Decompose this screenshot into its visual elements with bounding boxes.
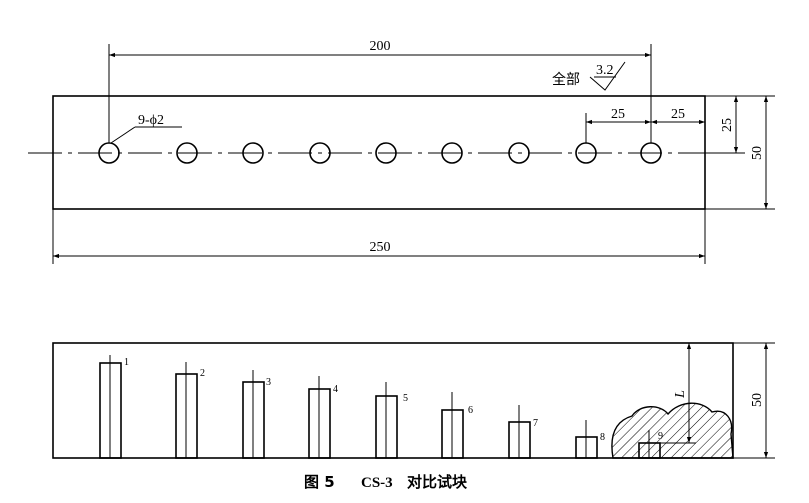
side-view: 1 2 3 4 5 6 7 8 9 L 50 — [52, 342, 775, 459]
dim-25-a-label: 25 — [611, 107, 625, 122]
roughness-symbol — [589, 61, 626, 91]
hole-3 — [242, 142, 264, 164]
hole-label-7: 7 — [533, 418, 538, 429]
hole-label-8: 8 — [600, 432, 605, 443]
hole-label-9: 9 — [658, 431, 663, 442]
dimension-L: L — [660, 343, 696, 444]
side-holes — [99, 355, 661, 459]
hatched-section — [611, 402, 734, 459]
dimension-250: 250 — [52, 209, 706, 264]
side-hole-labels: 1 2 3 4 5 6 7 8 9 — [124, 357, 663, 443]
hole-callout-label: 9-ϕ2 — [138, 113, 164, 128]
hole-7 — [508, 142, 530, 164]
roughness-value: 3.2 — [596, 63, 614, 78]
dim-200-label: 200 — [370, 39, 391, 54]
hole-label-1: 1 — [124, 357, 129, 368]
hole-label-4: 4 — [333, 384, 338, 395]
dimension-50-top: 50 — [705, 95, 775, 210]
surface-finish: 全部 3.2 — [552, 61, 626, 91]
figure-caption: 图 5 CS-3 对比试块 — [304, 473, 468, 491]
hole-label-5: 5 — [403, 393, 408, 404]
finish-prefix: 全部 — [552, 71, 580, 88]
dim-50-top-label: 50 — [750, 146, 765, 160]
dimension-200: 200 — [108, 39, 652, 143]
dim-25-v-label: 25 — [720, 118, 735, 132]
top-view: 200 9-ϕ2 全部 3.2 25 25 2 — [28, 39, 775, 264]
hole-label-6: 6 — [468, 405, 473, 416]
hole-5 — [375, 142, 397, 164]
hole-callout: 9-ϕ2 — [110, 113, 182, 144]
caption-title: 对比试块 — [407, 473, 468, 491]
caption-code: CS-3 — [361, 475, 393, 491]
dim-L-label: L — [673, 390, 688, 399]
dim-50-side-label: 50 — [750, 393, 765, 407]
dimension-25-horizontal: 25 25 — [585, 96, 706, 143]
dim-25-b-label: 25 — [671, 107, 685, 122]
hole-4 — [309, 142, 331, 164]
dimension-50-side: 50 — [733, 342, 775, 459]
hole-label-3: 3 — [266, 377, 271, 388]
hole-label-2: 2 — [200, 368, 205, 379]
hole-6 — [441, 142, 463, 164]
dimension-25-vertical: 25 — [705, 95, 745, 154]
hole-2 — [176, 142, 198, 164]
dim-250-label: 250 — [370, 240, 391, 255]
caption-figure: 图 5 — [304, 473, 335, 491]
